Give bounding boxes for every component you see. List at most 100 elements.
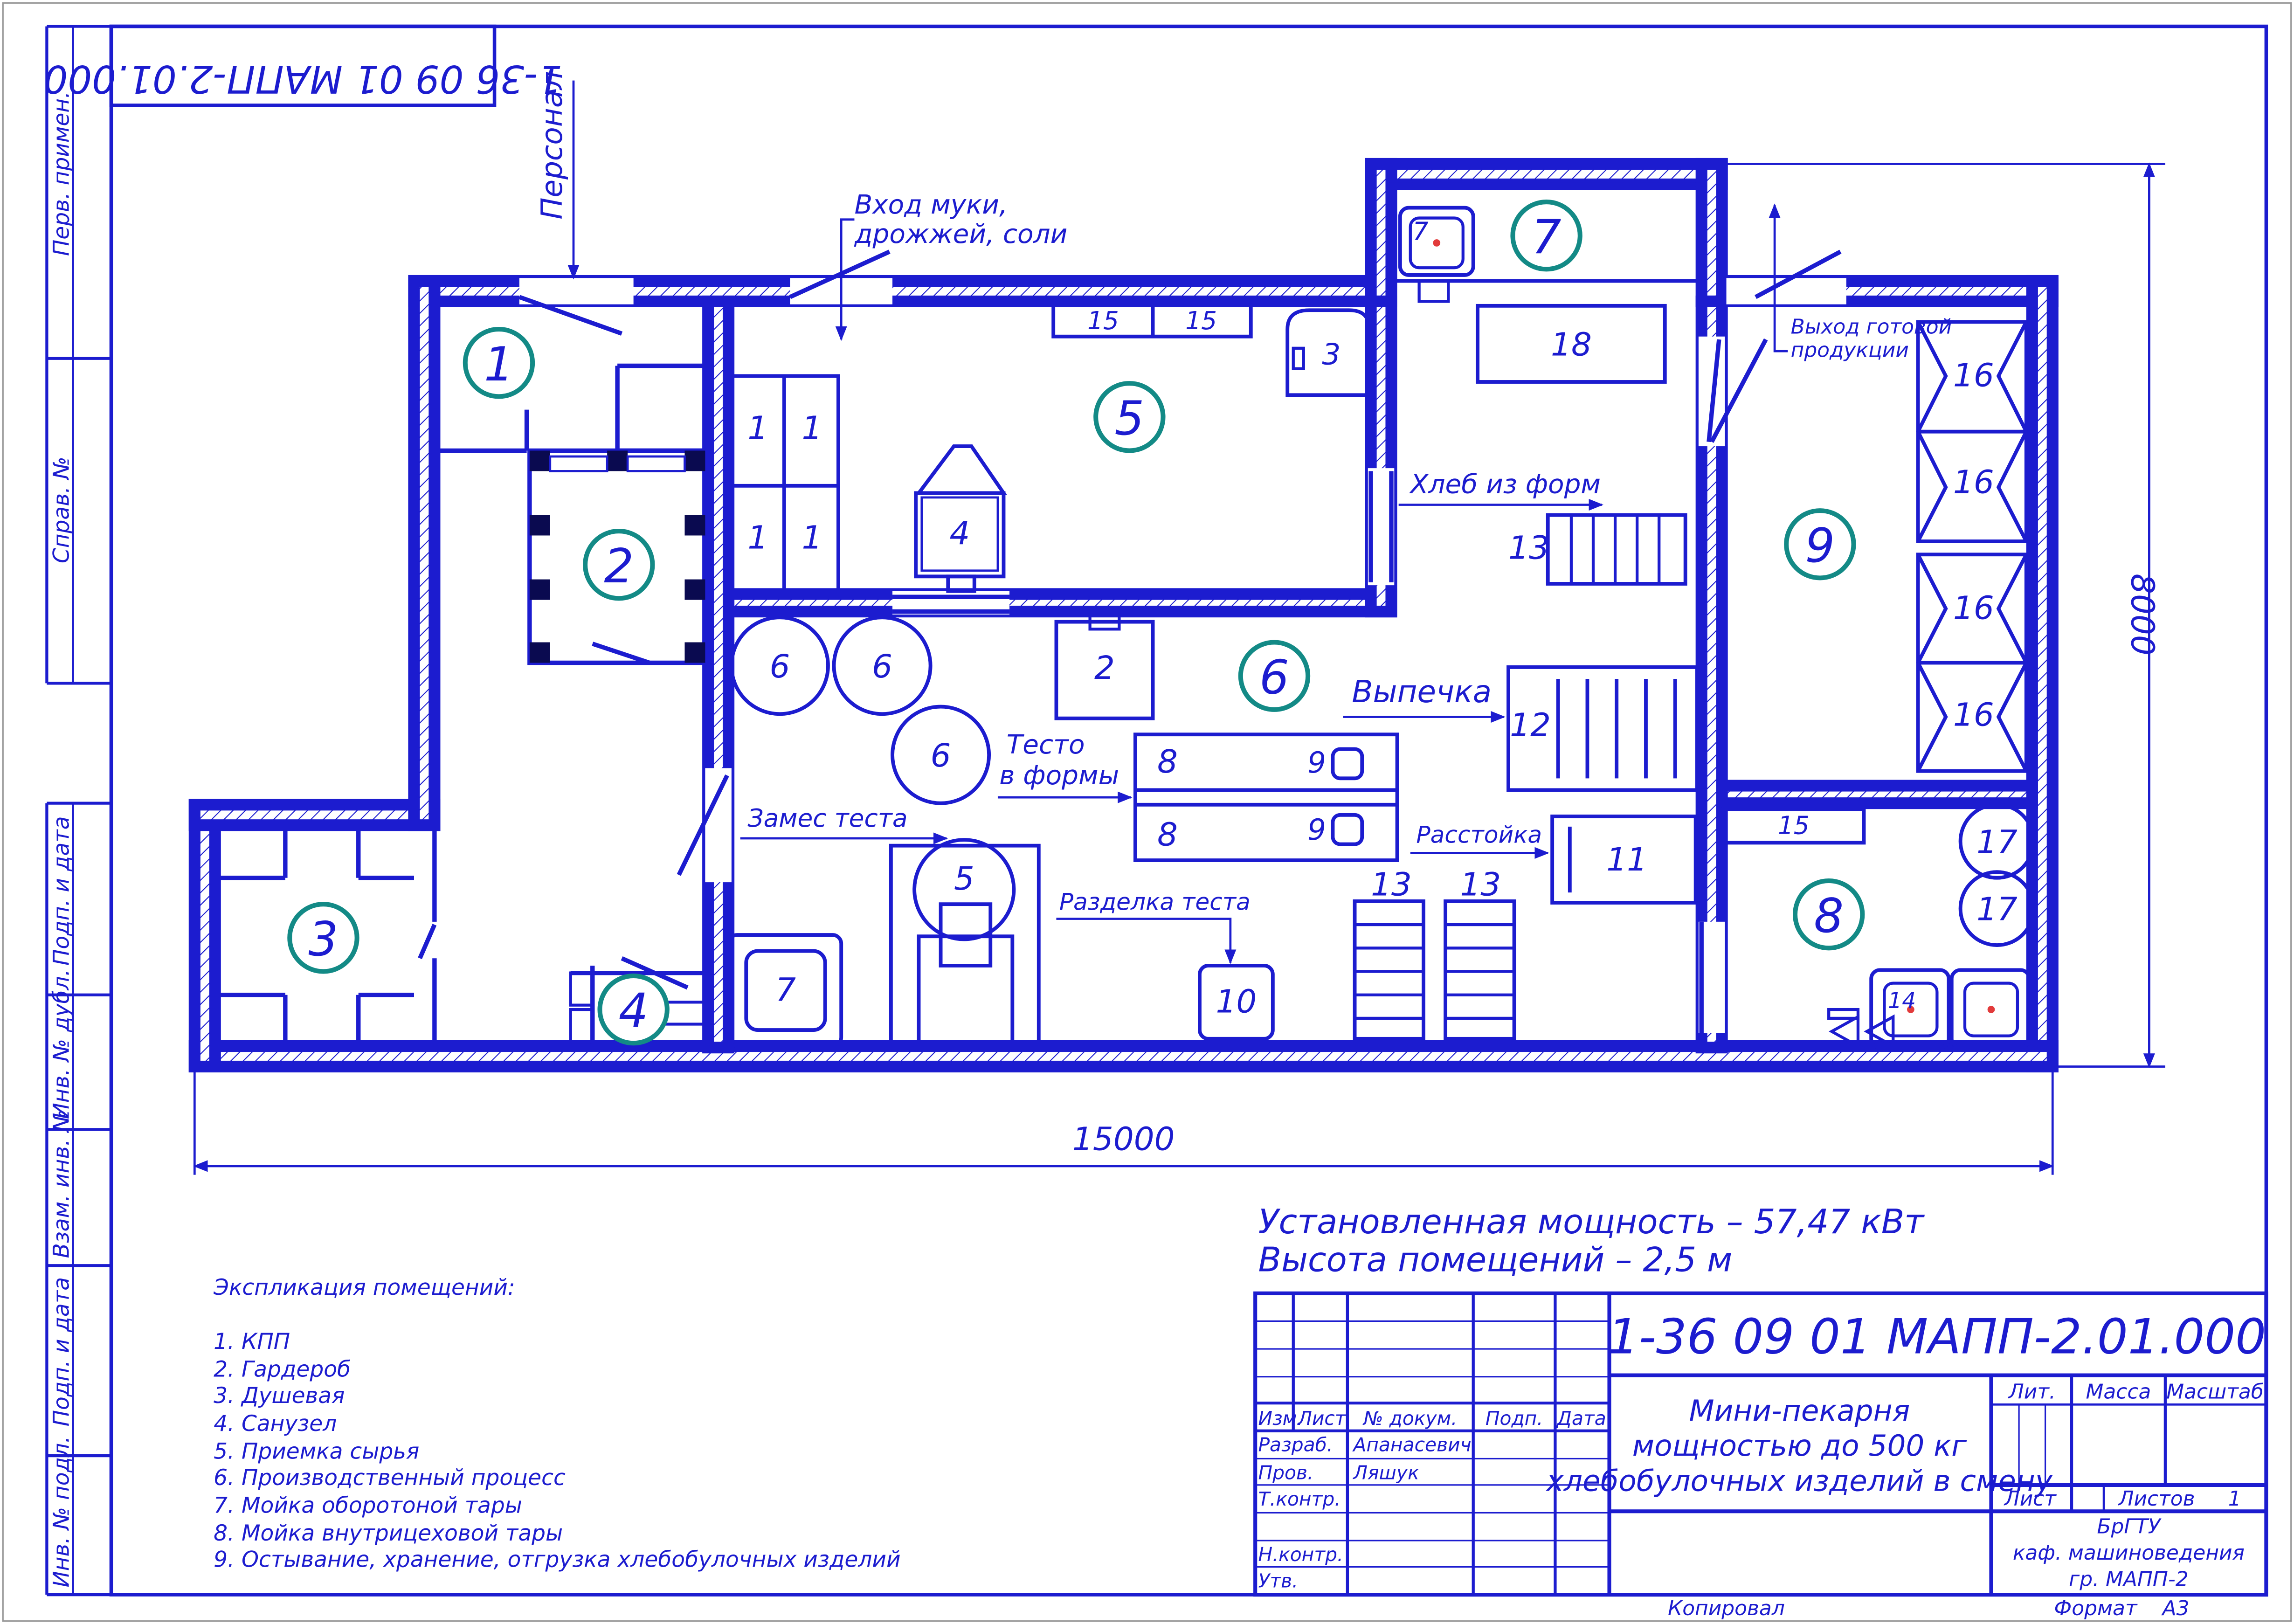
equip-4: 4 [949,515,970,552]
equip-13c: 13 [1508,530,1549,567]
hdr-izm: Изм. [1258,1407,1303,1430]
equip-5: 5 [954,860,974,898]
label-podp-data-1: Подп. и дата [48,816,74,965]
spec-power: Установленная мощность – 57,47 кВт [1258,1202,1925,1242]
label-sprav: Справ. № [48,456,74,563]
equipment-room7: 7 [1389,182,1704,303]
equip-16b: 16 [1953,463,1994,501]
room-3-number: 3 [309,912,339,967]
title-block: 1-36 09 01 МАПП-2.01.000 Мини-пекарня мо… [1253,1291,2268,1620]
dimension-height: 8000 [2124,574,2161,656]
side-labels: Перв. примен. Справ. № Подп. и дата Инв.… [48,91,74,1588]
format-value: А3 [2161,1596,2190,1620]
equip-2: 2 [1094,650,1115,687]
equip-15b: 15 [1185,306,1217,335]
equip-7b: 7 [1413,217,1429,246]
equip-18: 18 [1551,326,1592,364]
room-6-number: 6 [1259,650,1289,705]
explication-item-1: 1. КПП [214,1329,290,1354]
org-1: БрГТУ [2097,1514,2162,1538]
equip-14: 14 [1888,988,1916,1014]
equip-1d: 1 [802,519,822,557]
lit-label: Лит. [2008,1380,2056,1404]
equip-1c: 1 [747,519,768,557]
room-8-number: 8 [1814,889,1844,943]
top-code-text: 1-36 09 01 МАПП-2.01.000 [43,56,562,101]
equip-13a: 13 [1371,866,1412,903]
annotation-testo-1: Тесто [1007,730,1085,760]
equip-12: 12 [1510,706,1551,744]
title-code: 1-36 09 01 МАПП-2.01.000 [1608,1309,2266,1365]
explication-item-9: 9. Остывание, хранение, отгрузка хлебобу… [214,1547,900,1573]
equip-1b: 1 [802,409,822,447]
listov-value: 1 [2228,1487,2241,1511]
flow-annotations: Персонал Вход муки, дрожжей, соли Выход … [535,71,1952,964]
equip-6b: 6 [872,648,892,685]
format-label: Формат [2054,1596,2138,1620]
equip-8a: 8 [1157,743,1178,781]
equip-9a: 9 [1307,746,1326,780]
spec-height: Высота помещений – 2,5 м [1258,1241,1732,1280]
annotation-rasstoika: Расстойка [1416,821,1542,848]
equip-17a: 17 [1976,823,2018,861]
equipment-room9: 16 16 16 16 [1916,320,2029,773]
equip-8b: 8 [1157,816,1178,854]
equip-10: 10 [1216,983,1257,1020]
equip-1a: 1 [747,409,768,447]
annotation-vyhod-1: Выход готовой [1791,315,1952,339]
dimension-width: 15000 [1072,1120,1175,1158]
label-inv-dubl: Инв. № дубл. [48,969,74,1120]
equipment-room6: 6 6 6 2 8 8 9 9 12 11 13 [726,613,1699,1048]
hdr-podp: Подп. [1486,1407,1543,1430]
title-name-1: Мини-пекарня [1689,1394,1910,1428]
top-code-box: 1-36 09 01 МАПП-2.01.000 [43,24,562,107]
prov-label: Пров. [1258,1461,1313,1484]
room-1-number: 1 [484,337,514,392]
equip-15c: 15 [1778,811,1810,840]
equip-7a: 7 [775,971,796,1009]
equipment-room5: 1 1 1 1 15 15 3 4 [729,302,1371,598]
equip-16d: 16 [1953,696,1994,733]
annotation-vypechka: Выпечка [1352,674,1492,710]
annotation-hleb: Хлеб из форм [1409,469,1601,499]
equip-9b: 9 [1307,813,1326,847]
equipment-room8: 15 17 17 14 [1721,802,2036,1050]
explication-item-4: 4. Санузел [214,1411,337,1437]
annotation-zames: Замес теста [747,803,907,833]
annotation-personal: Персонал [535,71,569,220]
room-5-number: 5 [1114,391,1144,446]
explication: Экспликация помещений: 1. КПП 2. Гардеро… [213,1275,900,1573]
annotation-vyhod-2: продукции [1791,339,1909,362]
equip-6c: 6 [931,737,951,774]
razrab-name: Апанасевич [1352,1434,1471,1456]
hdr-list: Лист [1297,1407,1347,1430]
room-markers: 1 2 3 4 5 6 7 8 9 [287,200,1865,1046]
hdr-dokum: № докум. [1362,1407,1457,1430]
specs: Установленная мощность – 57,47 кВт Высот… [1258,1202,1925,1280]
explication-item-3: 3. Душевая [214,1383,345,1409]
listov-label: Листов [2117,1487,2195,1511]
equip-15a: 15 [1087,306,1119,335]
equip-17b: 17 [1976,891,2018,928]
room-4-number: 4 [619,984,649,1038]
explication-title: Экспликация помещений: [213,1275,515,1300]
explication-item-8: 8. Мойка внутрицеховой тары [214,1520,563,1546]
equip-16c: 16 [1953,589,1994,627]
prov-name: Ляшук [1352,1461,1419,1484]
dimension-lines: 15000 8000 [193,162,2165,1175]
equip-13b: 13 [1460,866,1501,903]
annotation-vhod-1: Вход муки, [854,190,1007,220]
equip-6a: 6 [769,648,790,685]
kopiroval: Копировал [1668,1596,1785,1620]
label-vzam-inv: Взам. инв. № [48,1109,74,1258]
hdr-data: Дата [1556,1407,1606,1430]
massa-label: Масса [2086,1380,2151,1404]
list-label: Лист [2004,1487,2057,1511]
wardrobe-lockers [527,448,708,665]
equip-11: 11 [1606,841,1647,878]
annotation-vhod-2: дрожжей, соли [854,219,1067,249]
explication-item-2: 2. Гардероб [214,1357,351,1382]
org-2: каф. машиноведения [2013,1541,2245,1565]
